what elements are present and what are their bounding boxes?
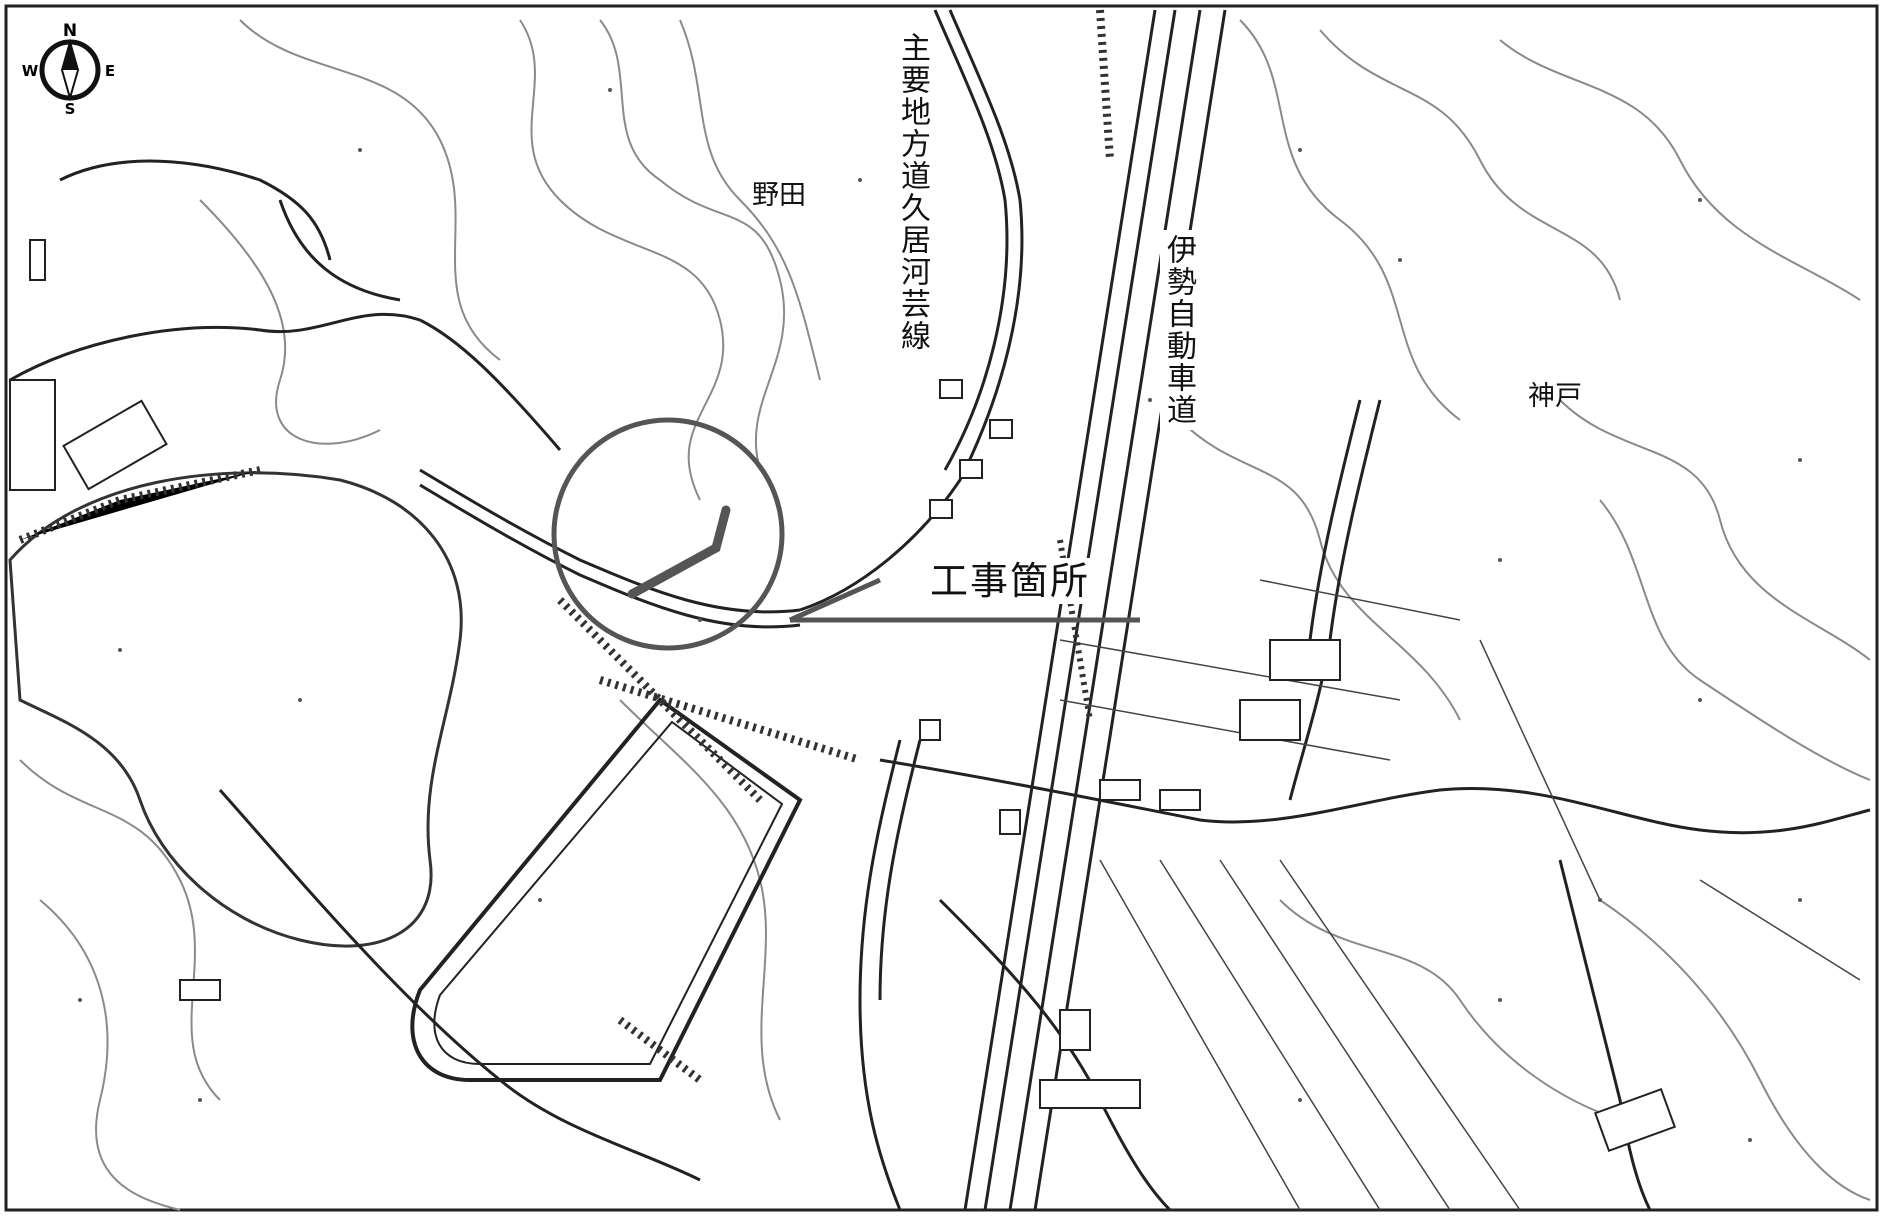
contour-lines bbox=[19, 19, 1871, 1211]
slope-hatching bbox=[18, 9, 1114, 1084]
site-circle bbox=[551, 417, 785, 651]
area-label-noda: 野田 bbox=[752, 180, 806, 211]
construction-site-marker bbox=[551, 417, 1140, 651]
compass-west: W bbox=[22, 62, 39, 80]
construction-site-label: 工事箇所 bbox=[922, 558, 1099, 604]
site-leader-arrow bbox=[788, 577, 882, 623]
compass-east: E bbox=[105, 62, 114, 80]
terrain-symbols bbox=[78, 88, 1802, 1142]
compass-south: S bbox=[65, 100, 76, 114]
site-work-line bbox=[627, 505, 731, 599]
map-frame bbox=[4, 4, 1879, 1212]
area-label-kobe: 神戸 bbox=[1528, 381, 1582, 412]
compass-north: N bbox=[63, 21, 77, 41]
reservoir-outline bbox=[8, 471, 463, 948]
roads bbox=[9, 9, 1871, 1212]
parcel-lines bbox=[1059, 579, 1861, 1211]
road-label-prefectural-route: 主要地方道久居河芸線 bbox=[894, 28, 930, 356]
compass-icon: N S E W bbox=[22, 21, 114, 114]
buildings bbox=[9, 239, 1677, 1153]
road-label-ise-expressway: 伊勢自動車道 bbox=[1160, 230, 1196, 430]
